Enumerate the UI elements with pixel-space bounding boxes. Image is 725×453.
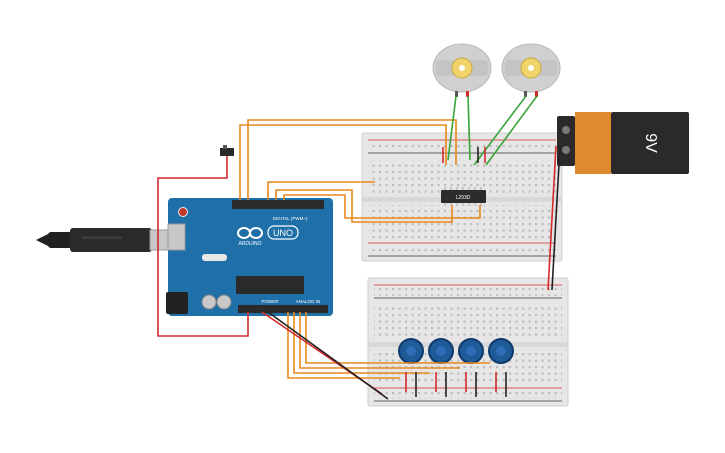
potentiometer-1[interactable] — [398, 338, 424, 364]
wire-orange — [247, 119, 457, 200]
slide-switch[interactable] — [220, 145, 234, 156]
wire-orange — [275, 189, 453, 223]
wire-green — [447, 95, 457, 161]
wire-green — [485, 95, 538, 166]
wire-orange — [283, 194, 481, 219]
digital-header-label: DIGITAL (PWM~) — [273, 216, 308, 221]
wire-orange — [287, 312, 400, 379]
arduino-logo-icon — [237, 227, 263, 239]
wire-orange — [299, 312, 460, 369]
usb-cable[interactable] — [36, 228, 175, 252]
wire-black — [267, 311, 389, 400]
wire-orange — [239, 124, 447, 200]
wire-red — [547, 145, 557, 291]
power-header-label: POWER — [261, 299, 279, 304]
wire-red — [157, 156, 249, 337]
wire-black — [551, 145, 561, 291]
dc-motor-left[interactable] — [432, 43, 492, 97]
wire-orange — [293, 312, 430, 374]
analog-header-label: ANALOG IN — [296, 299, 321, 304]
wire-green — [473, 95, 527, 166]
battery-9v[interactable]: 9V — [557, 112, 689, 174]
arduino-logo-text: ARDUINO — [238, 241, 261, 247]
l293d-driver-chip[interactable]: L293D — [441, 187, 486, 206]
potentiometer-2[interactable] — [428, 338, 454, 364]
chip-label: L293D — [456, 195, 471, 201]
wire-orange — [305, 312, 490, 364]
arduino-model: UNO — [273, 228, 293, 238]
dc-motor-right[interactable] — [501, 43, 561, 97]
arduino-uno-board[interactable]: ARDUINO UNO DIGITAL (PWM~) POWER ANALOG … — [166, 198, 333, 316]
wires — [157, 95, 561, 400]
wire-orange — [267, 181, 375, 200]
potentiometer-4[interactable] — [488, 338, 514, 364]
wire-green — [467, 95, 471, 161]
potentiometer-3[interactable] — [458, 338, 484, 364]
battery-label: 9V — [642, 133, 659, 153]
